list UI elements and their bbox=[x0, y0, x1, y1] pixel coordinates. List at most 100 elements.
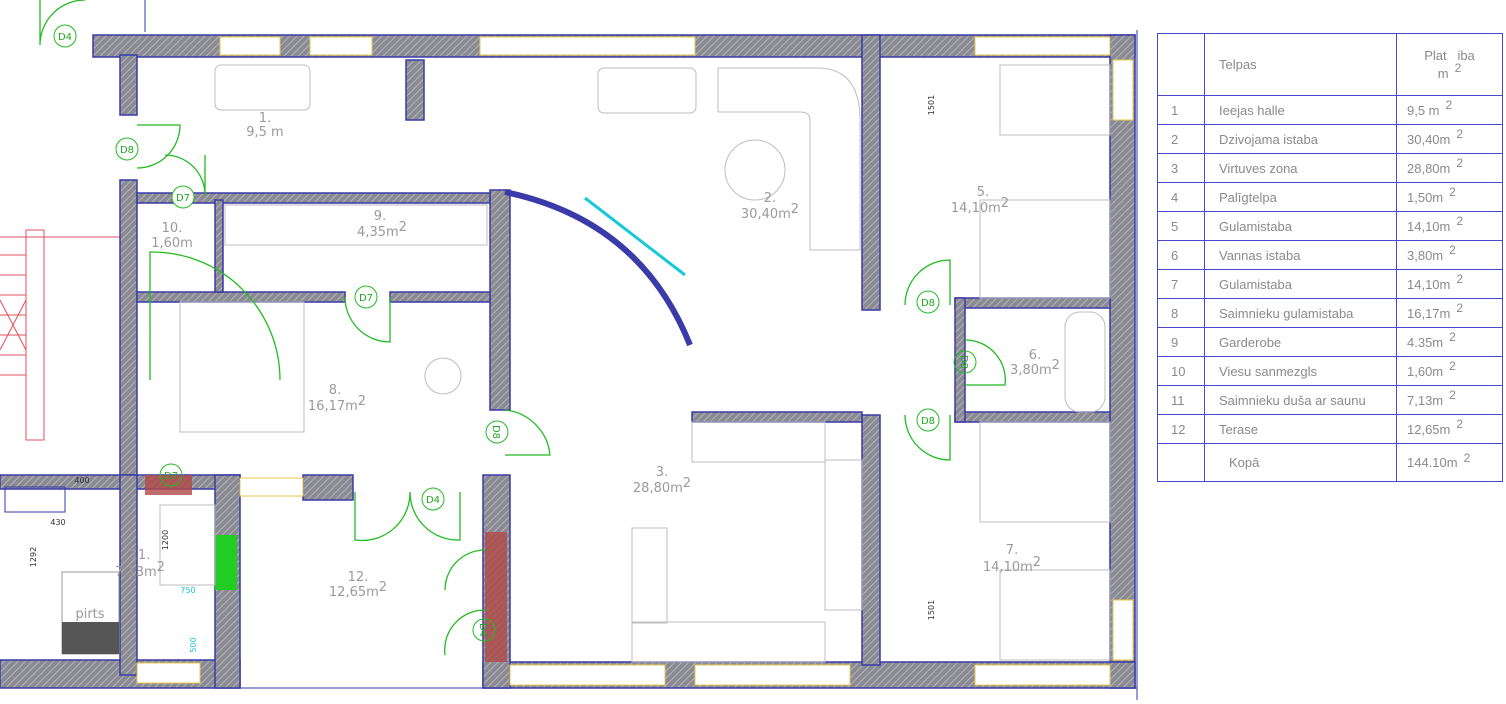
row-area-sup: 2 bbox=[1456, 417, 1464, 432]
room-area: 7,13m2 bbox=[115, 560, 165, 580]
room-area-value: 14,10m bbox=[951, 201, 1001, 216]
room-number: 1. bbox=[259, 111, 271, 126]
row-room-name: Saimnieku gulamistaba bbox=[1204, 298, 1397, 328]
row-area-value: 28,80m bbox=[1407, 160, 1451, 176]
door-label: D8 bbox=[921, 416, 935, 427]
row-area-value: 14,10m bbox=[1407, 218, 1451, 234]
door-label: D8 bbox=[120, 145, 134, 156]
row-area-value: 12,65m bbox=[1407, 421, 1451, 437]
room-area: 16,17m2 bbox=[308, 394, 366, 414]
dimension-label: 500 bbox=[189, 637, 198, 652]
row-number: 10 bbox=[1157, 356, 1205, 386]
room-area: 12,65m2 bbox=[329, 580, 387, 600]
row-area-value: 1,50m bbox=[1407, 189, 1444, 205]
room-area: 4,35m2 bbox=[357, 220, 407, 240]
door-label: D8 bbox=[958, 355, 969, 369]
dimension-label: 430 bbox=[50, 518, 65, 527]
row-area: 12,65m 2 bbox=[1396, 414, 1503, 444]
curved-wall bbox=[504, 189, 693, 347]
room-number: 3. bbox=[656, 465, 668, 480]
row-area: 7,13m 2 bbox=[1396, 385, 1503, 415]
room-area-value: 4,35m bbox=[357, 225, 399, 240]
room-area-value: 30,40m bbox=[741, 207, 791, 222]
row-area-sup: 2 bbox=[1449, 243, 1456, 258]
room-number: 9. bbox=[374, 209, 386, 224]
door-label: D7 bbox=[359, 293, 373, 304]
row-number: 4 bbox=[1157, 182, 1205, 212]
room-number: 2. bbox=[764, 191, 776, 206]
row-number: 9 bbox=[1157, 327, 1205, 357]
row-area-sup: 2 bbox=[1456, 272, 1464, 287]
row-area-value: 4.35m bbox=[1407, 334, 1444, 350]
staircase bbox=[0, 229, 120, 441]
room-area-sup: 2 bbox=[1001, 196, 1009, 211]
room-number: 5. bbox=[977, 185, 989, 200]
row-area-sup: 2 bbox=[1456, 156, 1464, 171]
room-area-sup: 2 bbox=[399, 220, 407, 235]
total-area-value: 144.10m bbox=[1407, 455, 1458, 470]
row-number: 8 bbox=[1157, 298, 1205, 328]
door-label: D4 bbox=[426, 495, 440, 506]
row-room-name: Vannas istaba bbox=[1204, 240, 1397, 270]
row-room-name: Gulamistaba bbox=[1204, 211, 1397, 241]
row-room-name: Gulamistaba bbox=[1204, 269, 1397, 299]
row-room-name: Ieejas halle bbox=[1204, 95, 1397, 125]
total-area-sup: 2 bbox=[1463, 450, 1471, 465]
row-room-name: Garderobe bbox=[1204, 327, 1397, 357]
row-area-sup: 2 bbox=[1449, 359, 1456, 374]
room-area: 9,5 m bbox=[246, 125, 283, 140]
sauna-label: pirts bbox=[75, 607, 104, 622]
room-area: 14,10m2 bbox=[983, 555, 1041, 575]
total-area: 144.10m 2 bbox=[1396, 443, 1503, 482]
row-area: 14,10m 2 bbox=[1396, 269, 1503, 299]
row-area-value: 7,13m bbox=[1407, 392, 1444, 408]
room-area-sup: 2 bbox=[379, 580, 387, 595]
row-number: 7 bbox=[1157, 269, 1205, 299]
room-number: 11. bbox=[130, 548, 151, 563]
row-area-value: 14,10m bbox=[1407, 276, 1451, 292]
row-area-sup: 2 bbox=[1456, 127, 1464, 142]
header-cell-rooms: Telpas bbox=[1204, 33, 1397, 96]
room-number: 8. bbox=[329, 383, 341, 398]
glass-panel bbox=[584, 196, 686, 277]
door-label: D4 bbox=[477, 623, 488, 637]
row-area-sup: 2 bbox=[1449, 330, 1456, 345]
room-area-sup: 2 bbox=[683, 476, 691, 491]
row-area-sup: 2 bbox=[1449, 388, 1456, 403]
header-unit-sup: 2 bbox=[1454, 61, 1462, 76]
door-label: D8 bbox=[490, 425, 501, 439]
row-area-value: 1,60m bbox=[1407, 363, 1444, 379]
room-area-value: 14,10m bbox=[983, 560, 1033, 575]
row-area-sup: 2 bbox=[1449, 185, 1456, 200]
header-unit: m bbox=[1437, 65, 1449, 81]
room-area-sup: 2 bbox=[358, 394, 366, 409]
room-area-value: 28,80m bbox=[633, 481, 683, 496]
row-room-name: Viesu sanmezgls bbox=[1204, 356, 1397, 386]
row-area-sup: 2 bbox=[1456, 301, 1464, 316]
room-area-sup: 2 bbox=[157, 560, 165, 575]
row-number: 5 bbox=[1157, 211, 1205, 241]
row-number: 12 bbox=[1157, 414, 1205, 444]
row-room-name: Virtuves zona bbox=[1204, 153, 1397, 183]
dimensions: 400 430 1292 1200 750 500 1501 1501 bbox=[29, 95, 936, 653]
dimension-label: 1292 bbox=[29, 547, 38, 567]
row-room-name: Dzivojama istaba bbox=[1204, 124, 1397, 154]
room-area-value: 7,13m bbox=[115, 565, 157, 580]
room-area-sup: 2 bbox=[1052, 358, 1060, 373]
